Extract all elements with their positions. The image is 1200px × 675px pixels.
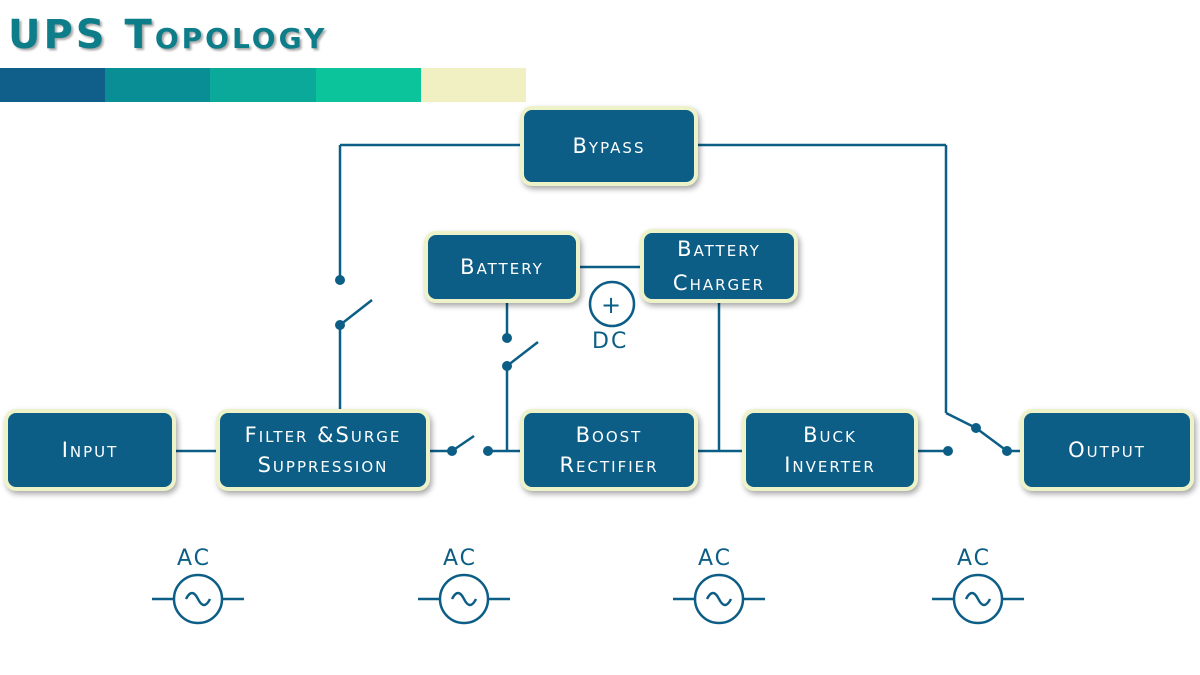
input-block-label: Input [61,438,119,462]
connection-lines [175,143,1024,453]
ac-label: AC [443,546,477,571]
dc-label: DC [592,329,628,354]
sine-wave-icon [450,591,478,607]
output-block: Output [1020,409,1194,491]
ac-label: AC [177,546,211,571]
battery-block: Battery [424,231,580,303]
ac-source-symbol: AC [152,546,244,625]
dc-source-symbol: + DC [588,280,636,354]
dc-plus-sign: + [601,291,621,319]
output-block-label: Output [1068,438,1146,462]
title-color-bar [0,68,527,102]
dc-source-circle [588,280,636,328]
buck-block-label-line1: Buck [803,423,857,447]
switch-contact [943,446,953,456]
title-bar-segment [420,68,527,102]
sine-wave-icon [705,591,733,607]
ac-source-symbol: AC [673,546,765,625]
output-switch-blade [975,426,1008,453]
boost-rectifier-block: Boost Rectifier [520,409,698,491]
buck-block-label-line2: Inverter [784,453,876,477]
filter-surge-block: Filter &Surge Suppression [216,409,430,491]
switch-contact [502,333,512,343]
bypass-switch-blade [339,299,373,326]
ac-source-symbol: AC [932,546,1024,625]
switch-contact [335,275,345,285]
title-bar-segment [315,68,421,102]
sine-wave-icon [184,591,212,607]
switch-contact [971,423,981,433]
buck-inverter-block: Buck Inverter [742,409,918,491]
filter-block-label-line2: Suppression [257,453,389,477]
switch-contact [502,361,512,371]
switch-contact [447,446,457,456]
switch-contact [483,446,493,456]
charger-block-label-line2: Charger [672,271,766,295]
ac-label: AC [698,546,732,571]
sine-wave-icon [964,591,992,607]
switch-contacts [335,275,1012,456]
battery-charger-block: Battery Charger [640,229,798,303]
charger-block-label-line1: Battery [677,237,761,261]
battery-block-label: Battery [460,255,544,279]
title-bar-segment [105,68,211,102]
page-title: UPS Topology [8,12,328,58]
filter-block-label-line1: Filter &Surge [244,423,402,447]
battery-switch-blade [506,341,539,367]
boost-block-label-line1: Boost [575,423,643,447]
ac-source-symbol: AC [418,546,510,625]
bypass-block-label: Bypass [572,134,646,158]
bypass-to-output-wire [945,411,977,430]
switch-contact [1002,446,1012,456]
input-block: Input [4,409,176,491]
bypass-block: Bypass [520,106,698,186]
ac-label: AC [957,546,991,571]
title-bar-segment [0,68,106,102]
boost-block-label-line2: Rectifier [559,453,659,477]
switch-contact [335,320,345,330]
title-bar-segment [210,68,316,102]
